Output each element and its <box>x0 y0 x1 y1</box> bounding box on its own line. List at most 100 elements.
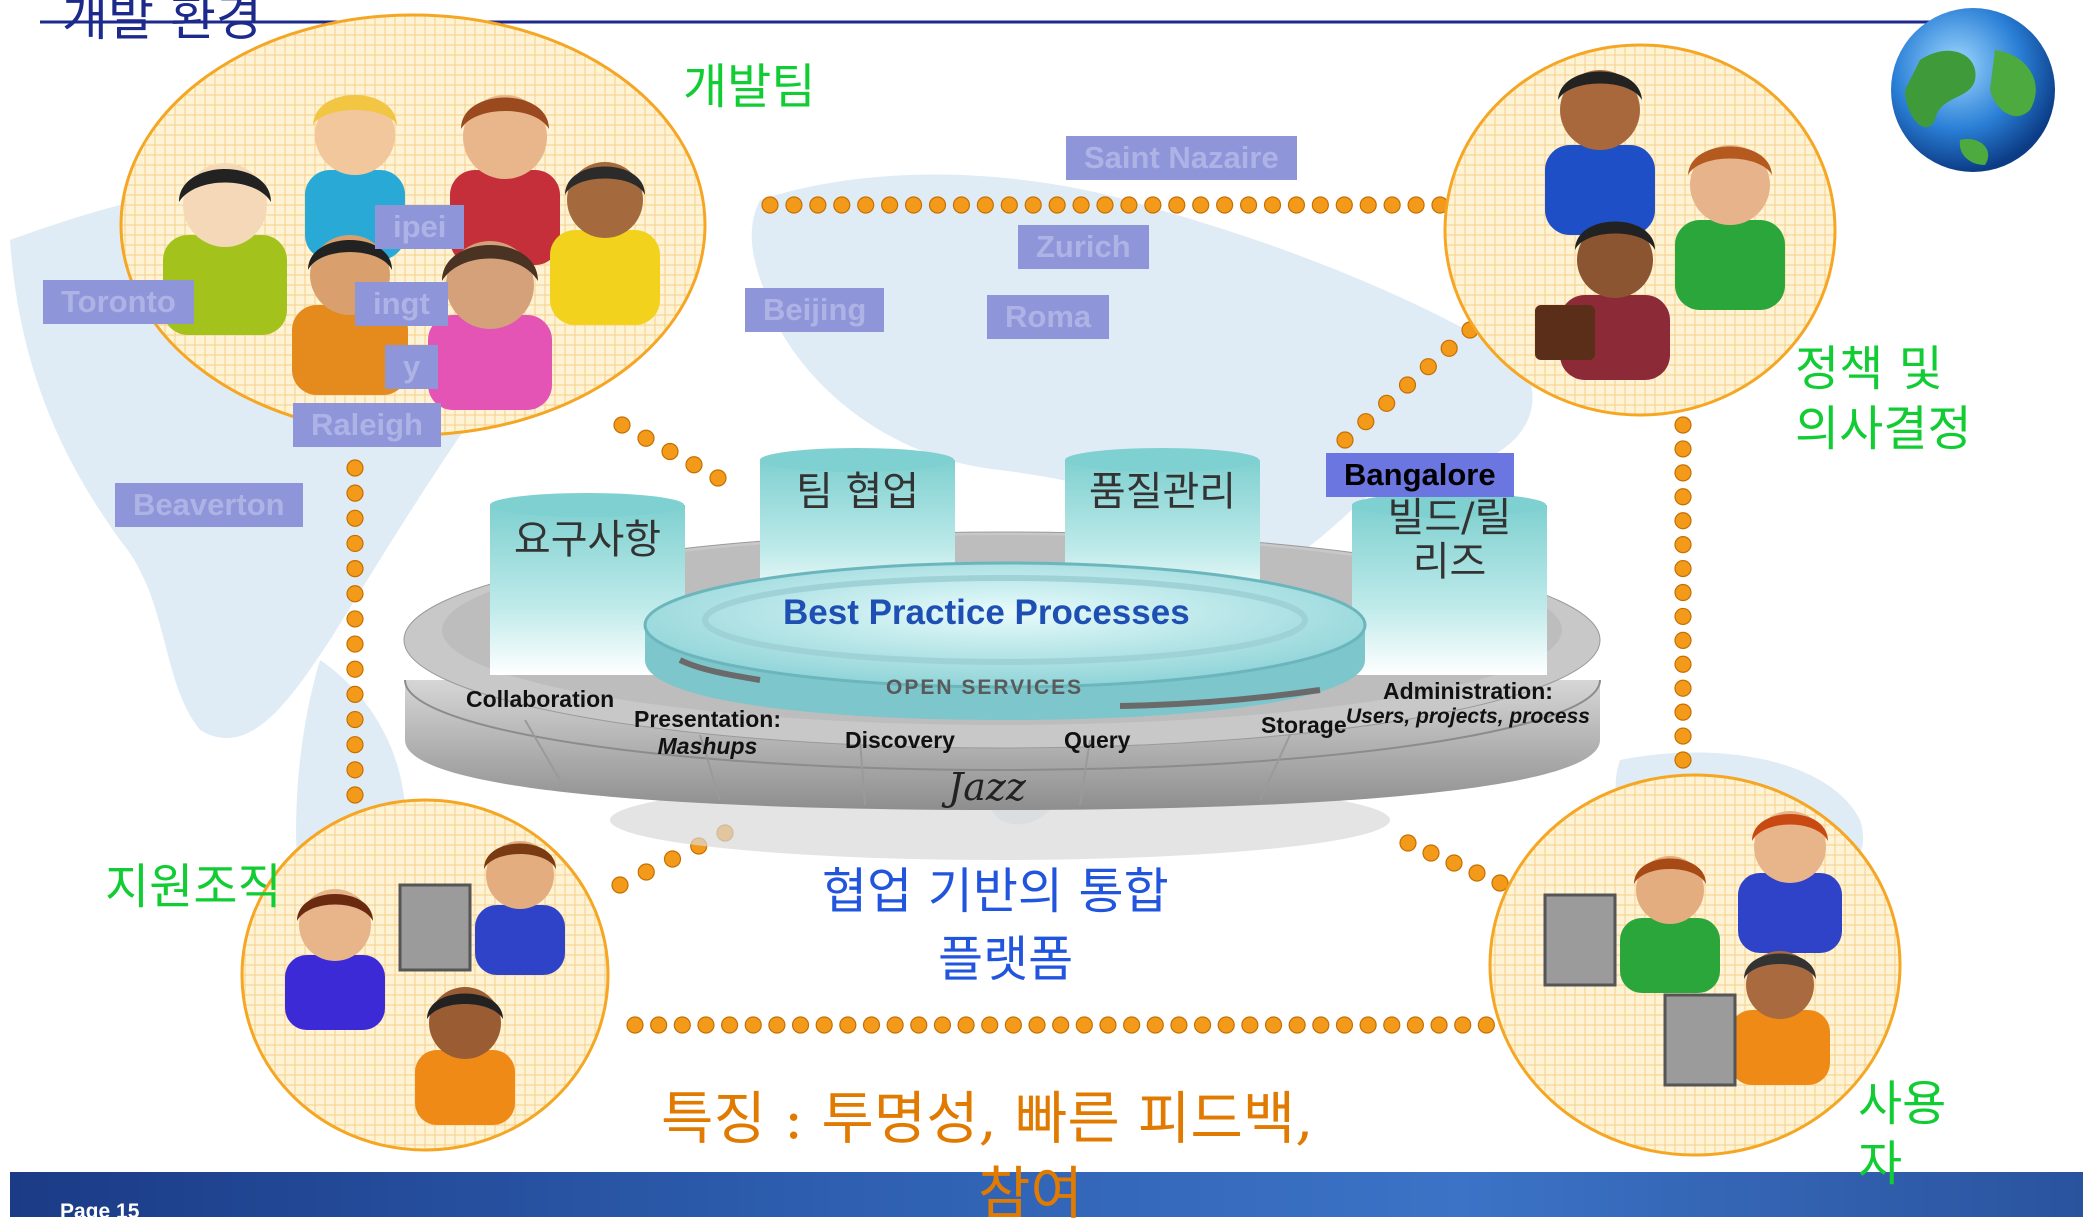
connection-dot <box>346 585 364 603</box>
city-hidden-3: y <box>385 345 439 389</box>
connection-dot <box>1674 512 1692 530</box>
connection-dot <box>1383 1016 1401 1034</box>
connection-dot <box>928 196 947 214</box>
connection-dot <box>809 196 827 214</box>
city-hidden-2: ingt <box>355 282 448 326</box>
connection-dot <box>1674 536 1692 554</box>
connection-dot <box>1287 196 1306 214</box>
connection-dot <box>1674 679 1692 697</box>
connection-dot <box>1454 1016 1472 1034</box>
city-hidden-1: ipei <box>375 205 465 249</box>
connection-dot <box>1491 874 1509 892</box>
connection-dot <box>1359 196 1377 214</box>
connection-dot <box>1288 1016 1306 1034</box>
city-toronto: Toronto <box>43 280 194 324</box>
city-beaverton: Beaverton <box>115 483 303 527</box>
connection-dot <box>1399 834 1417 852</box>
connection-dot <box>1052 1016 1070 1034</box>
connection-dot <box>1359 1016 1377 1034</box>
pillar-build <box>1352 493 1547 675</box>
connection-dot <box>346 710 364 729</box>
connection-dot <box>881 196 899 214</box>
connection-dot <box>1674 655 1692 673</box>
arrow-icon <box>678 657 761 683</box>
connection-dot <box>346 635 364 653</box>
service-discovery: Discovery <box>845 727 955 753</box>
connection-dot <box>650 1016 668 1034</box>
connection-dot <box>1335 196 1353 214</box>
pillar-build-label: 빌드/릴리즈 <box>1387 495 1512 585</box>
dev-team-label: 개발팀 <box>683 59 816 115</box>
city-bangalore: Bangalore <box>1326 453 1514 497</box>
platform-caption-line1: 협업 기반의 통합 <box>822 863 1169 920</box>
connection-dot <box>346 736 364 754</box>
connection-dot <box>720 1016 739 1034</box>
policy-label-line2: 의사결정 <box>1795 401 1972 457</box>
connection-dot <box>346 685 364 703</box>
platform-caption-line2: 플랫폼 <box>938 931 1074 988</box>
connection-dot <box>1357 413 1375 431</box>
connection-dot <box>1146 1016 1164 1034</box>
connection-dot <box>346 560 364 578</box>
connection-dot <box>346 610 364 628</box>
connection-dot <box>1674 440 1692 458</box>
connection-dot <box>637 429 655 447</box>
connection-dot <box>1075 1016 1093 1034</box>
connection-dot <box>1383 196 1401 214</box>
connection-dot <box>685 456 703 474</box>
connection-dot <box>346 786 364 804</box>
connection-dot <box>768 1016 786 1034</box>
connection-dot <box>673 1016 691 1034</box>
service-administration-title: Administration: <box>1383 678 1553 704</box>
service-collaboration: Collaboration <box>466 686 615 712</box>
features-line1: 특징 : 투명성, 빠른 피드백, <box>661 1086 1314 1152</box>
connection-dot <box>1028 1016 1046 1034</box>
best-practice-hub <box>643 561 1367 720</box>
connection-dot <box>1193 1016 1212 1034</box>
connection-dot <box>611 876 629 894</box>
pillar-team-collab-label: 팀 협업 <box>795 469 920 515</box>
connection-dot <box>1674 751 1692 769</box>
pillar-requirements-label: 요구사항 <box>513 517 662 563</box>
connection-dot <box>791 1016 810 1034</box>
connection-dot <box>1123 1016 1141 1034</box>
connection-dot <box>1048 196 1066 214</box>
connection-dot <box>346 761 364 779</box>
connection-dot <box>346 484 364 502</box>
connection-dot <box>1170 1016 1188 1034</box>
connection-dot <box>663 850 682 868</box>
service-administration-detail: Users, projects, process <box>1346 705 1590 728</box>
connection-dot <box>697 1016 715 1034</box>
connection-dot <box>1674 727 1692 745</box>
connection-dot <box>1311 196 1329 214</box>
page-title: 개발 환경 <box>62 0 262 47</box>
city-zurich: Zurich <box>1018 225 1149 269</box>
connection-dot <box>1406 1016 1425 1034</box>
connection-dot <box>1192 196 1210 214</box>
city-roma: Roma <box>987 295 1110 339</box>
service-query: Query <box>1064 727 1131 753</box>
hub-title: Best Practice Processes <box>783 593 1190 632</box>
connection-dot <box>976 196 994 214</box>
connection-dot <box>904 196 923 214</box>
connection-dot <box>1000 196 1018 214</box>
connection-dot <box>1419 358 1437 376</box>
connection-dot <box>785 196 803 214</box>
connection-dot <box>1217 1016 1235 1034</box>
connection-dot <box>346 534 364 553</box>
policy-people-icon <box>1535 70 1785 380</box>
connection-dot <box>1674 631 1692 649</box>
connection-dot <box>661 442 679 461</box>
connection-dot <box>1336 431 1354 449</box>
pillar-quality-label: 품질관리 <box>1088 469 1237 515</box>
connection-dot <box>839 1016 857 1034</box>
connection-dot <box>1422 844 1440 862</box>
connection-dot <box>1378 394 1396 412</box>
service-presentation-detail: Mashups <box>657 733 758 759</box>
connection-dot <box>761 196 779 214</box>
connection-dot <box>346 459 364 477</box>
monitor-icon <box>1663 993 1737 1087</box>
page-number: Page 15 <box>60 1200 140 1223</box>
connection-dot <box>744 1016 762 1034</box>
